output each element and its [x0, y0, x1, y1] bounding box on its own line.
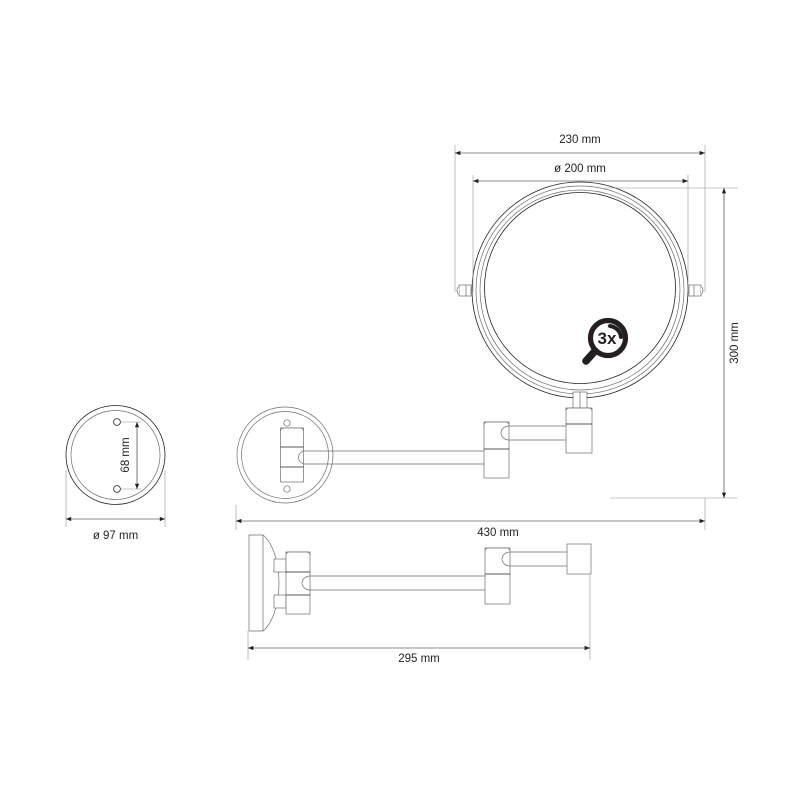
- arm-wall-plate-outer: [236, 406, 334, 504]
- mirror-frame-mid-ring: [475, 185, 685, 395]
- dimension-label-430: 430 mm: [477, 527, 519, 539]
- elbow-joint-top-cap: [483, 421, 510, 426]
- arm-lower-left-joint-curve: [298, 450, 304, 465]
- mirror-mount-joint: [565, 407, 593, 454]
- arrow-68-top: [134, 422, 140, 428]
- dimension-overall-width: 230 mm: [454, 134, 706, 292]
- side-mirror-mount-block: [566, 543, 592, 575]
- arrow-97-left: [66, 516, 72, 522]
- dimension-plate-diameter: ø 97 mm: [65, 470, 166, 542]
- magnification-badge: 3x: [582, 317, 629, 365]
- dimension-label-97: ø 97 mm: [93, 530, 138, 542]
- mirror-mount-top-cap: [565, 407, 593, 412]
- wall-hinge-block: [280, 427, 304, 483]
- side-arm-segment-lower: [301, 575, 499, 591]
- wall-plate-inner-circle: [70, 410, 161, 500]
- arm-segment-upper: [500, 425, 577, 441]
- hinge-pin-right: [688, 284, 704, 297]
- side-view-folded-assembly: [248, 534, 592, 632]
- arm-wall-plate-inner: [241, 411, 329, 499]
- dimension-hole-spacing: 68 mm: [120, 421, 141, 490]
- dimension-folded-length: 295 mm: [247, 574, 591, 665]
- magnifier-handle: [582, 347, 599, 365]
- dimension-label-230: 230 mm: [559, 134, 601, 146]
- arrow-230-right: [699, 150, 705, 156]
- side-elbow-joint-top-cap: [484, 547, 511, 552]
- arrow-300-top: [721, 188, 727, 194]
- arrow-200-left: [473, 178, 479, 184]
- mounting-hole-top: [113, 418, 121, 426]
- dimension-label-200: ø 200 mm: [554, 163, 606, 175]
- side-wall-hinge-top-cap: [285, 551, 311, 556]
- side-spacer-lug-top: [273, 558, 287, 573]
- side-spacer-lug-bottom: [273, 594, 287, 609]
- arrow-295-left: [248, 645, 254, 651]
- elbow-joint-body: [483, 421, 510, 479]
- arrow-68-bottom: [134, 483, 140, 489]
- front-view-mirror-assembly: 3x: [456, 181, 704, 409]
- mirror-frame-back-ring: [479, 189, 681, 391]
- elbow-joint: [483, 421, 510, 479]
- magnification-label: 3x: [598, 329, 617, 348]
- dimension-label-295: 295 mm: [398, 653, 440, 665]
- side-arm-upper-left-curve: [501, 551, 511, 567]
- mirror-stem: [572, 391, 588, 409]
- arm-plate-hole-bottom: [283, 485, 291, 493]
- arrow-97-right: [159, 516, 165, 522]
- wall-plate-outer-circle: [65, 405, 166, 505]
- dimension-label-68: 68 mm: [120, 437, 132, 472]
- side-wall-plate-profile: [248, 534, 280, 632]
- dimension-overall-height: 300 mm: [605, 187, 741, 499]
- magnifier-icon: [582, 317, 629, 365]
- dimension-label-300: 300 mm: [729, 322, 741, 364]
- magnifier-lens-ring: [587, 317, 629, 359]
- arrow-300-bottom: [721, 492, 727, 498]
- wall-hinge-top-cap: [280, 427, 304, 432]
- side-arm-segment-upper: [501, 551, 578, 567]
- side-wall-hinge-body: [285, 551, 311, 615]
- detail-view-wall-plate: 68 mm ø 97 mm: [65, 405, 166, 542]
- magnifier-highlight-arc: [608, 324, 623, 339]
- arm-upper-left-joint-curve: [500, 425, 510, 441]
- hinge-pin-left-cap: [456, 286, 460, 295]
- wall-hinge-body: [280, 427, 304, 483]
- front-view-arm-assembly: [236, 406, 593, 504]
- mounting-hole-bottom: [113, 485, 121, 493]
- side-mirror-mount-body: [566, 543, 592, 575]
- mirror-surface-circle: [484, 192, 676, 384]
- hinge-pin-left-body: [458, 284, 472, 297]
- arrow-430-left: [236, 518, 242, 524]
- side-elbow-joint-body: [484, 547, 511, 605]
- dimension-max-extension: 430 mm: [235, 498, 706, 539]
- mirror-frame-outer-ring: [471, 181, 689, 399]
- arrow-295-right: [584, 645, 590, 651]
- hinge-pin-right-body: [688, 284, 702, 297]
- side-wall-hinge-block: [285, 551, 311, 615]
- arrow-230-left: [455, 150, 461, 156]
- hinge-pin-right-cap: [700, 286, 704, 295]
- side-elbow-joint: [484, 547, 511, 605]
- side-arm-lower-left-curve: [301, 575, 311, 591]
- mirror-mount-body: [565, 407, 593, 454]
- dimension-mirror-diameter: ø 200 mm: [472, 163, 689, 292]
- arrow-200-right: [682, 178, 688, 184]
- arm-plate-hole-top: [283, 419, 291, 427]
- hinge-pin-left: [456, 284, 472, 297]
- arrow-430-right: [699, 518, 705, 524]
